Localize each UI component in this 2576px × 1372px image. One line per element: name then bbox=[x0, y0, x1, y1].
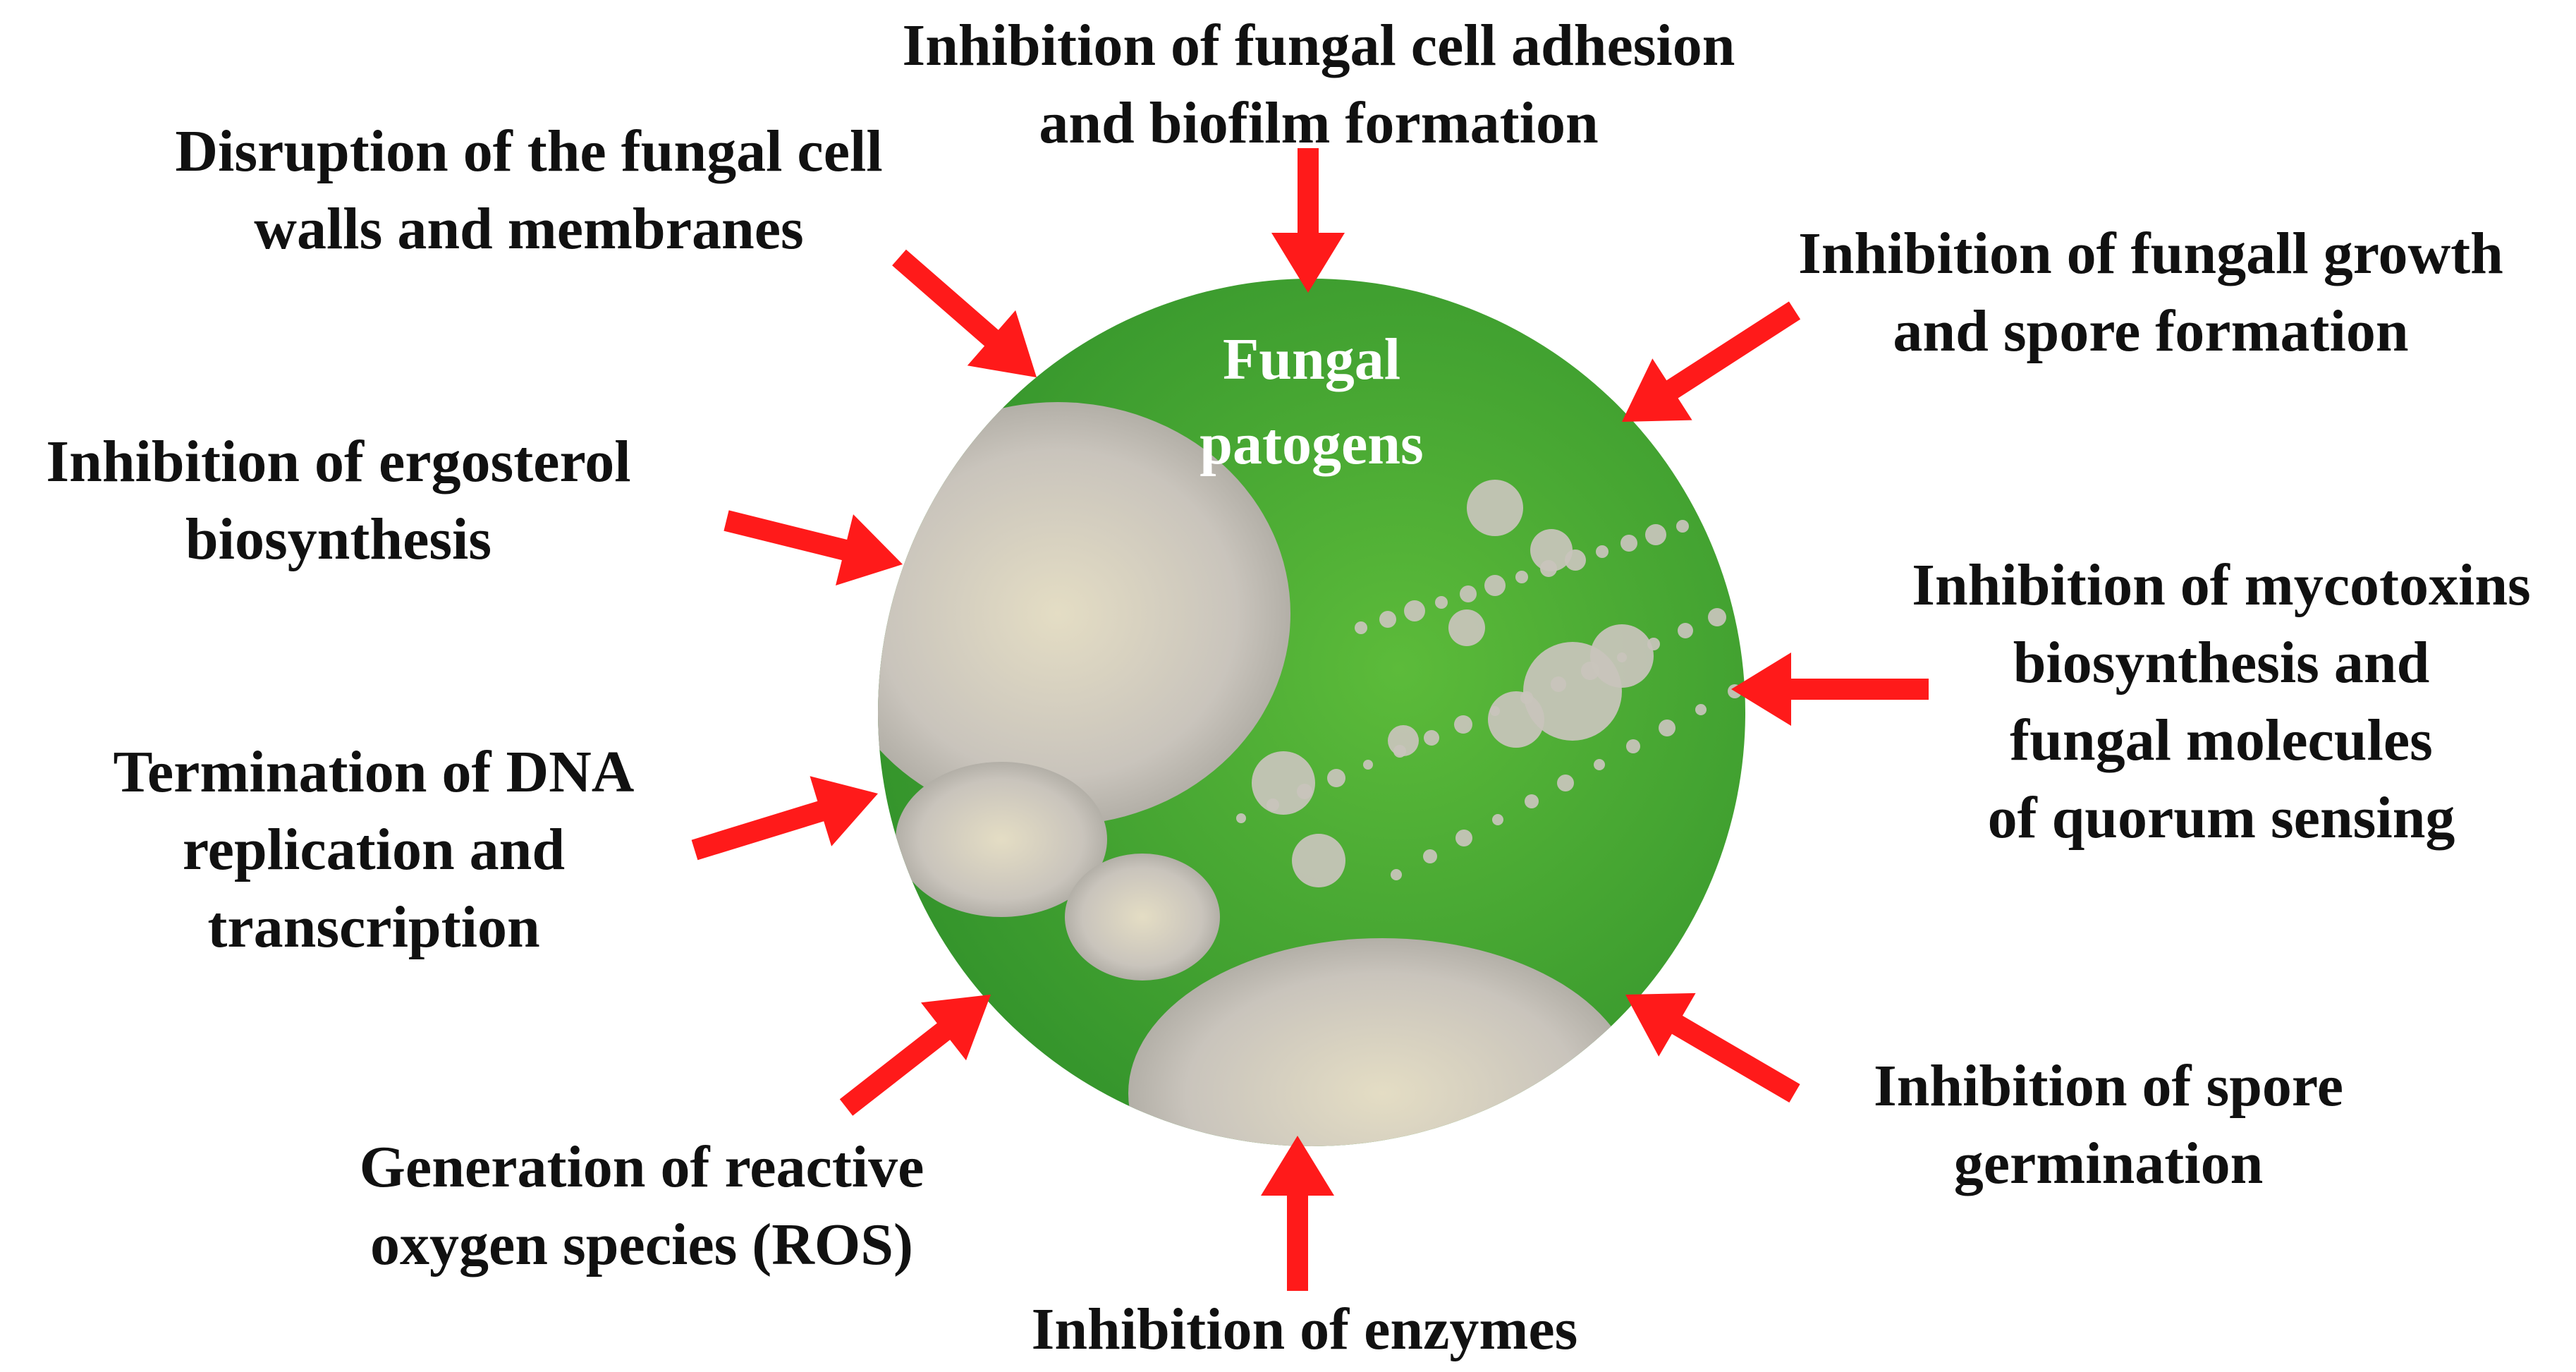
colony-bottom bbox=[1128, 938, 1636, 1146]
colony-dot bbox=[1659, 720, 1675, 736]
colony-dot bbox=[1363, 760, 1373, 770]
colony-dot bbox=[1236, 813, 1246, 823]
colony-dot bbox=[1467, 480, 1523, 536]
arrows-layer bbox=[691, 148, 1929, 1291]
label-germination: Inhibition of spore germination bbox=[1874, 1053, 2343, 1196]
colony-dot bbox=[1484, 575, 1506, 596]
colony-dot bbox=[1557, 775, 1574, 791]
colony-dot bbox=[1829, 629, 1843, 643]
colony-dot bbox=[1530, 529, 1573, 571]
colony-dot bbox=[1525, 794, 1539, 808]
colony-dot bbox=[1676, 520, 1689, 533]
colony-dot bbox=[1488, 691, 1544, 748]
arrow-ros bbox=[839, 995, 991, 1116]
label-mycotoxins: Inhibition of mycotoxins biosynthesis an… bbox=[1912, 552, 2531, 851]
colony-dot bbox=[1701, 509, 1718, 526]
fungal-colonies bbox=[878, 402, 1914, 1146]
colony-large-left bbox=[878, 402, 1290, 825]
colony-dot bbox=[1695, 704, 1707, 715]
colony-streak bbox=[1236, 480, 1914, 887]
label-growth: Inhibition of fungall growth and spore f… bbox=[1798, 221, 2503, 364]
colony-dot bbox=[1626, 739, 1640, 753]
colony-dot bbox=[1590, 624, 1654, 688]
colony-dot bbox=[1327, 769, 1345, 787]
colony-dot bbox=[1435, 596, 1448, 609]
label-walls: Disruption of the fungal cell walls and … bbox=[175, 119, 883, 262]
colony-dot bbox=[1744, 599, 1745, 609]
arrow-growth bbox=[1622, 301, 1801, 422]
dish-title: Fungal patogens bbox=[1100, 317, 1523, 487]
colony-dot bbox=[1515, 571, 1528, 583]
colony-dot bbox=[1596, 545, 1609, 558]
dish-title-line: patogens bbox=[1200, 411, 1424, 477]
colony-dot bbox=[1388, 725, 1419, 756]
arrow-germination bbox=[1625, 992, 1800, 1103]
colony-dot bbox=[1424, 730, 1439, 746]
arrow-enzymes bbox=[1261, 1136, 1334, 1291]
colony-dot bbox=[1355, 621, 1367, 634]
label-adhesion: Inhibition of fungal cell adhesion and b… bbox=[902, 13, 1735, 156]
colony-dot bbox=[1404, 600, 1425, 621]
label-enzymes: Inhibition of enzymes bbox=[1031, 1297, 1578, 1362]
label-dna: Termination of DNA replication and trans… bbox=[113, 739, 635, 960]
colony-dot bbox=[1757, 494, 1769, 507]
colony-dot bbox=[1391, 869, 1402, 880]
colony-dot bbox=[1454, 715, 1472, 734]
colony-dot bbox=[1455, 830, 1472, 846]
colony-dot bbox=[1774, 584, 1787, 597]
arrow-adhesion bbox=[1271, 148, 1345, 293]
colony-dot bbox=[1835, 554, 1853, 573]
colony-dot bbox=[1292, 834, 1345, 887]
colony-small-left bbox=[896, 762, 1107, 917]
colony-dot bbox=[1448, 609, 1485, 646]
label-ros: Generation of reactive oxygen species (R… bbox=[359, 1134, 924, 1277]
colony-dot bbox=[1708, 608, 1726, 626]
petri-dish bbox=[878, 279, 1914, 1146]
colony-dot bbox=[1620, 535, 1637, 552]
colony-dot bbox=[1645, 524, 1666, 545]
arrow-mycotoxins bbox=[1731, 652, 1929, 726]
arrow-dna bbox=[691, 776, 878, 861]
label-ergosterol: Inhibition of ergosterol biosynthesis bbox=[46, 429, 631, 572]
colony-dot bbox=[1460, 585, 1477, 602]
colony-dot bbox=[1252, 751, 1315, 815]
colony-dot bbox=[1492, 814, 1503, 825]
colony-dot bbox=[1678, 623, 1693, 638]
colony-dot bbox=[1423, 849, 1437, 863]
colony-dot bbox=[1797, 649, 1808, 660]
colony-dot bbox=[1805, 569, 1820, 585]
colony-dot bbox=[1594, 759, 1605, 770]
colony-lower-mid bbox=[1065, 854, 1220, 981]
colony-dot bbox=[1379, 611, 1396, 628]
arrow-ergosterol bbox=[724, 510, 903, 585]
colony-dot bbox=[1901, 530, 1914, 543]
arrow-walls bbox=[892, 249, 1037, 377]
colony-dot bbox=[1726, 499, 1745, 520]
dish-title-line: Fungal bbox=[1222, 327, 1401, 392]
